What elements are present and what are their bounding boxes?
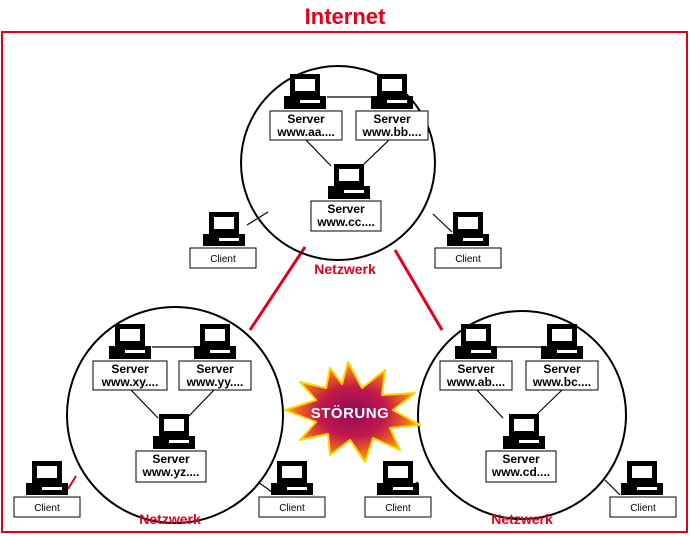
server-label-box <box>92 360 168 391</box>
client-computer-icon <box>26 461 68 495</box>
client-label-box <box>609 496 677 518</box>
server-computer-icon <box>109 324 151 359</box>
internet-title: Internet <box>305 4 386 29</box>
server-computer-icon <box>328 164 370 199</box>
server-name: Server <box>111 362 149 376</box>
server-computer-icon <box>371 74 413 109</box>
client-right-2: Client <box>609 461 677 518</box>
server-bb: Server www.bb.... <box>355 74 429 141</box>
client-label: Client <box>210 254 236 265</box>
network-circle-left <box>66 306 284 524</box>
network-label-top: Netzwerk <box>314 261 376 277</box>
client-computer-icon <box>447 212 489 246</box>
client-label-box <box>258 496 326 518</box>
server-domain: www.cc.... <box>316 215 375 229</box>
network-circle-right <box>417 310 627 520</box>
server-domain: www.aa.... <box>276 125 335 139</box>
server-name: Server <box>502 452 540 466</box>
disruption-label: STÖRUNG <box>311 405 390 422</box>
server-name: Server <box>287 112 325 126</box>
client-left-1: Client <box>13 461 81 518</box>
server-computer-icon <box>455 324 497 359</box>
client-computer-icon <box>203 212 245 246</box>
server-yz: Server www.yz.... <box>135 414 207 483</box>
server-label-box <box>485 450 557 483</box>
server-name: Server <box>457 362 495 376</box>
client-label: Client <box>630 503 656 514</box>
network-label-right: Netzwerk <box>491 511 553 527</box>
client-label: Client <box>34 503 60 514</box>
server-label-box <box>439 360 513 391</box>
client-top-left: Client <box>189 212 257 269</box>
server-computer-icon <box>194 324 236 359</box>
server-aa: Server www.aa.... <box>269 74 343 141</box>
server-domain: www.cd.... <box>491 465 550 479</box>
server-cd: Server www.cd.... <box>485 414 557 483</box>
server-yy: Server www.yy.... <box>178 324 252 391</box>
server-name: Server <box>373 112 411 126</box>
server-name: Server <box>152 452 190 466</box>
client-label: Client <box>385 503 411 514</box>
server-computer-icon <box>541 324 583 359</box>
disruption-burst: STÖRUNG <box>284 361 421 463</box>
server-domain: www.bc.... <box>532 375 591 389</box>
network-link-top-right <box>393 249 444 331</box>
client-computer-icon <box>377 461 419 495</box>
server-computer-icon <box>284 74 326 109</box>
server-domain: www.bb.... <box>362 125 422 139</box>
server-label-box <box>135 450 207 483</box>
client-label-box <box>434 247 502 269</box>
client-label-box <box>13 496 81 518</box>
network-label-left: Netzwerk <box>139 511 201 527</box>
client-left-2: Client <box>258 461 326 518</box>
client-top-right: Client <box>434 212 502 269</box>
client-label-box <box>189 247 257 269</box>
client-label: Client <box>279 503 305 514</box>
server-domain: www.yy.... <box>186 375 244 389</box>
network-circle-top <box>240 65 436 261</box>
server-computer-icon <box>153 414 195 449</box>
internet-boundary <box>1 31 688 533</box>
client-label: Client <box>455 254 481 265</box>
server-cc: Server www.cc.... <box>310 164 382 232</box>
client-right-1: Client <box>364 461 432 518</box>
client-computer-icon <box>621 461 663 495</box>
server-name: Server <box>327 202 365 216</box>
server-name: Server <box>196 362 234 376</box>
server-label-box <box>525 360 599 391</box>
server-domain: www.yz.... <box>142 465 200 479</box>
server-bc: Server www.bc.... <box>525 324 599 391</box>
client-label-box <box>364 496 432 518</box>
explosion-icon <box>284 361 421 463</box>
server-xy: Server www.xy.... <box>92 324 168 391</box>
server-name: Server <box>543 362 581 376</box>
server-ab: Server www.ab.... <box>439 324 513 391</box>
server-domain: www.xy.... <box>101 375 159 389</box>
network-link-top-left <box>248 246 307 331</box>
server-label-box <box>178 360 252 391</box>
server-label-box <box>355 110 429 141</box>
client-link-left <box>67 475 77 490</box>
server-label-box <box>269 110 343 141</box>
client-computer-icon <box>271 461 313 495</box>
server-computer-icon <box>503 414 545 449</box>
server-domain: www.ab.... <box>446 375 505 389</box>
server-label-box <box>310 200 382 232</box>
